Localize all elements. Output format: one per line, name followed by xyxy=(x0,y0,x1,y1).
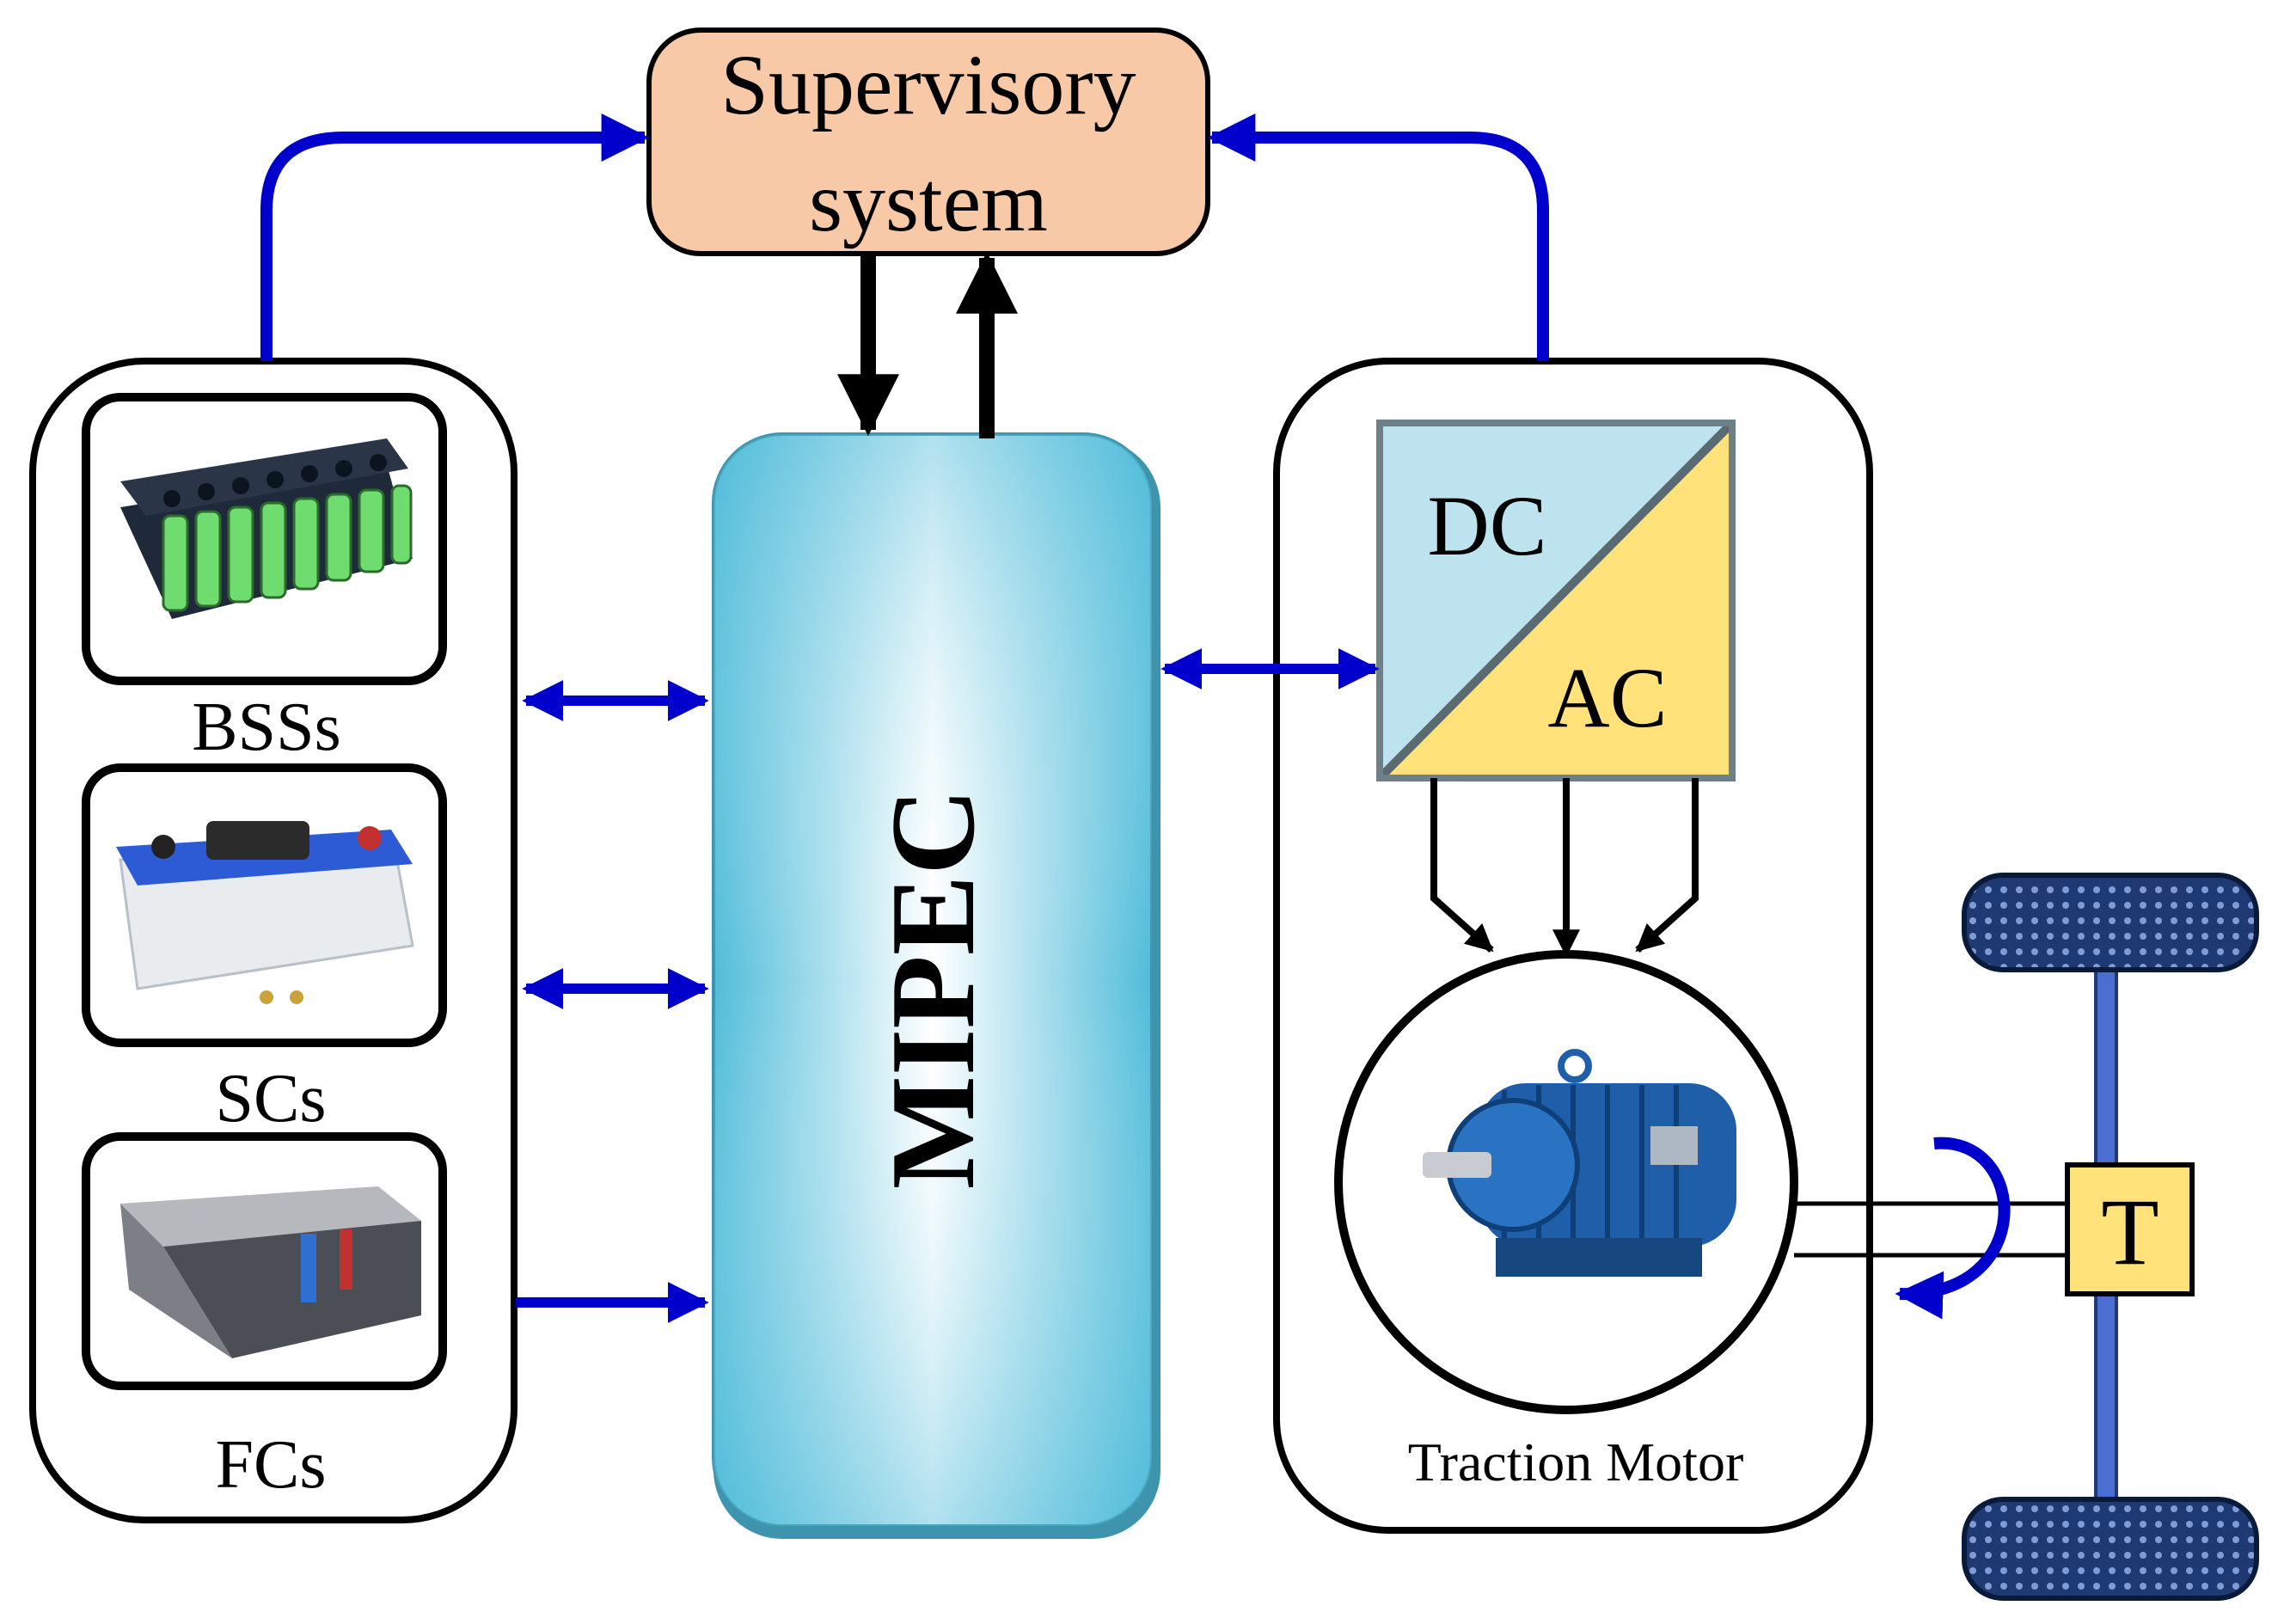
phase-arrow-a xyxy=(1430,778,1494,953)
fc-label: FCs xyxy=(216,1427,327,1503)
transmission-label: T xyxy=(2101,1180,2159,1284)
bss-label: BSSs xyxy=(192,689,340,765)
drive-axle: T xyxy=(1962,873,2259,1601)
fuel-cell-image xyxy=(82,1132,447,1390)
dc-label: DC xyxy=(1428,478,1547,573)
phase-arrow-c xyxy=(1635,778,1699,953)
bss-to-supervisory-arrow xyxy=(260,113,650,361)
front-wheel xyxy=(1962,873,2259,972)
sc-label: SCs xyxy=(216,1061,327,1137)
motor-to-supervisory-arrow xyxy=(1207,113,1549,361)
battery-pack-image xyxy=(82,393,447,685)
supercapacitor-image xyxy=(82,763,447,1047)
fuel-cell-icon xyxy=(120,1186,421,1358)
traction-motor: Traction Motor xyxy=(1334,950,1798,1492)
ac-label: AC xyxy=(1548,650,1668,745)
traction-motor-label: Traction Motor xyxy=(1408,1431,1744,1492)
motor-icon xyxy=(1423,1049,1736,1277)
supervisory-line2: system xyxy=(809,154,1048,249)
transmission-box xyxy=(2065,1162,2195,1296)
mipec-block: MIPEC xyxy=(712,432,1160,1539)
supervisory-line1: Supervisory xyxy=(720,37,1136,132)
motor-shaft xyxy=(1794,1201,2067,1258)
battery-pack-icon xyxy=(120,438,413,619)
rotation-arrow xyxy=(1895,1137,2011,1320)
dc-ac-inverter: DC AC xyxy=(1376,420,1736,781)
supercapacitor-icon xyxy=(116,821,414,1004)
mipec-label: MIPEC xyxy=(866,788,1000,1190)
three-phase-arrows xyxy=(1430,778,1699,958)
supervisory-system-block: Supervisory system xyxy=(646,28,1210,256)
rear-wheel xyxy=(1962,1497,2259,1601)
